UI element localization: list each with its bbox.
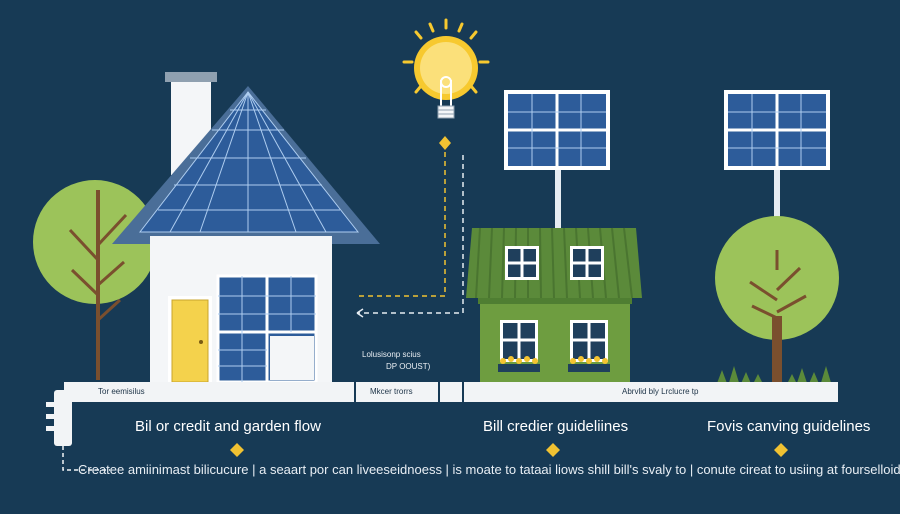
- solar-panel-icon-right: [724, 90, 830, 228]
- house-icon-green: [466, 227, 642, 384]
- diamond-icon-3: [774, 443, 788, 457]
- diamond-icon-2: [546, 443, 560, 457]
- sun-icon: [402, 18, 490, 100]
- road-label-1: Tor eemisilus: [98, 387, 145, 396]
- flow-line-yellow: [355, 152, 446, 297]
- tree-icon-left: [33, 180, 157, 380]
- solar-panel-icon-center: [504, 90, 610, 228]
- section-heading-1: Bil or credit and garden flow: [135, 418, 321, 435]
- road-strip: [64, 382, 838, 402]
- lightbulb-icon: [437, 76, 455, 119]
- plug-icon: [46, 390, 110, 471]
- caption: Createe amiinimast bilicucure | a seaart…: [78, 462, 900, 477]
- diamond-icon-1: [230, 443, 244, 457]
- flow-line-white: [356, 155, 464, 318]
- annotation-line-1: Lolusisonp scius: [362, 350, 421, 359]
- annotation-line-2: DP OOUST): [386, 362, 431, 371]
- road-label-2: Mkcer trorrs: [370, 387, 413, 396]
- diamond-icon-flow: [439, 136, 451, 150]
- road-label-3: Abrvlid bly Lrclucre tp: [622, 387, 699, 396]
- house-icon-left: [112, 86, 380, 384]
- section-heading-2: Bill credier guideliines: [483, 418, 629, 435]
- section-heading-3: Fovis canving guidelines: [707, 418, 871, 435]
